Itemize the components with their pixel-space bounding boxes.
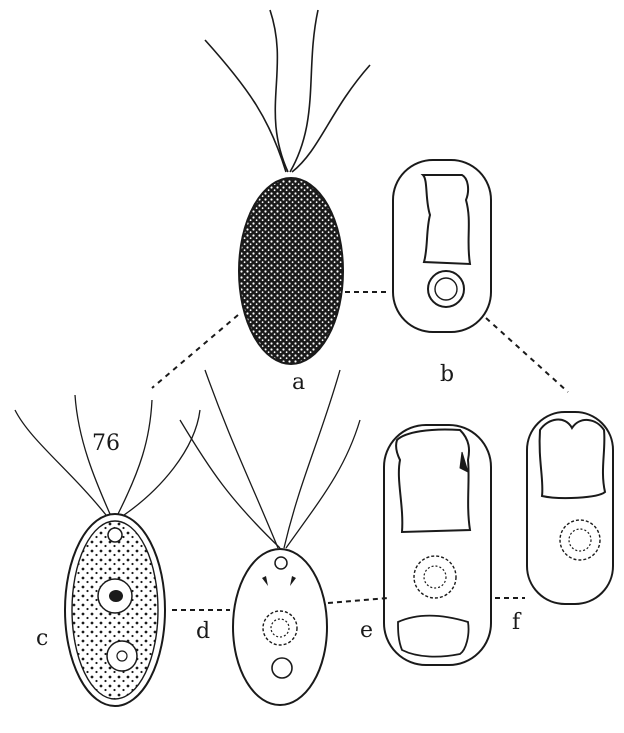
- cell-e-nucleus: [414, 556, 456, 598]
- figure-number: 76: [92, 433, 120, 455]
- cell-b: [393, 160, 491, 332]
- cell-b-chloroplast: [423, 175, 470, 264]
- cell-f: [527, 412, 613, 604]
- label-f: f: [512, 612, 520, 634]
- label-c: c: [36, 628, 48, 650]
- cell-a-body: [239, 178, 343, 364]
- label-d: d: [196, 621, 210, 643]
- connector-a-c: [152, 315, 238, 388]
- cell-d-body: [233, 549, 327, 705]
- flagella-a: [205, 10, 370, 172]
- cell-a: [205, 10, 370, 364]
- cell-b-nucleus: [428, 271, 464, 307]
- label-a: a: [292, 372, 305, 394]
- cell-f-chloroplast: [540, 420, 605, 499]
- connector-b-f: [486, 318, 568, 392]
- label-e: e: [360, 620, 373, 642]
- cell-f-nucleus: [560, 520, 600, 560]
- cell-e: [384, 425, 491, 665]
- flagella-d: [180, 370, 360, 548]
- connector-d-e: [328, 598, 388, 603]
- cell-e-chloroplast: [396, 429, 470, 532]
- cell-d: [180, 370, 360, 705]
- label-b: b: [440, 364, 454, 386]
- cell-d-nucleus: [263, 611, 297, 645]
